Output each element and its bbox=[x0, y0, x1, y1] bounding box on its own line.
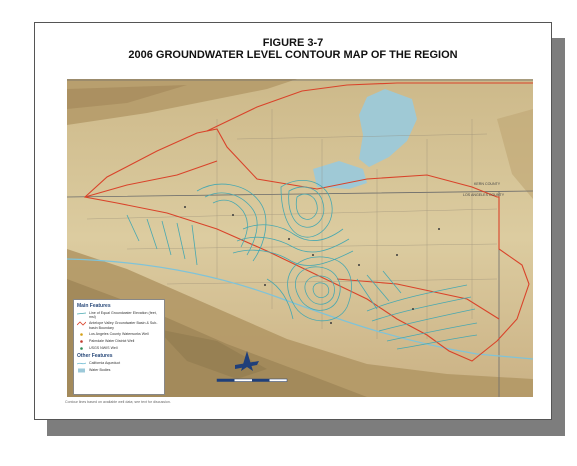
legend-item: Los Angeles County Waterworks Well bbox=[77, 332, 161, 337]
legend-item-label: Water Bodies bbox=[89, 367, 111, 372]
water-bodies-icon bbox=[77, 368, 86, 373]
legend-item: Antelope Valley Groundwater Basin & Sub-… bbox=[77, 321, 161, 330]
lacdpw-well-icon bbox=[77, 332, 86, 337]
well-markers bbox=[184, 206, 440, 324]
legend-other-heading: Other Features bbox=[77, 352, 113, 359]
northern-ridge bbox=[67, 85, 187, 109]
scale-bar bbox=[216, 378, 288, 382]
legend-item-label: Los Angeles County Waterworks Well bbox=[89, 331, 149, 336]
groundwater-contours bbox=[126, 180, 478, 350]
contour-map: KERN COUNTY LOS ANGELES COUNTY Main Feat… bbox=[67, 79, 533, 397]
map-legend: Main Features Line of Equal Groundwater … bbox=[73, 299, 165, 395]
legend-item: Line of Equal Groundwater Elevation (fee… bbox=[77, 311, 161, 319]
contour-line-icon bbox=[77, 311, 86, 316]
figure-page: FIGURE 3-7 2006 GROUNDWATER LEVEL CONTOU… bbox=[34, 22, 552, 420]
figure-number: FIGURE 3-7 bbox=[262, 37, 324, 49]
legend-item: USGS NWIS Well bbox=[77, 346, 161, 351]
basin-boundary bbox=[83, 82, 533, 362]
legend-item: Water Bodies bbox=[77, 368, 161, 373]
aqueduct-icon bbox=[77, 361, 86, 366]
legend-item: California Aqueduct bbox=[77, 361, 161, 366]
eastern-hills bbox=[497, 109, 533, 199]
legend-item-label: Line of Equal Groundwater Elevation (fee… bbox=[89, 311, 157, 320]
legend-item-label: USGS NWIS Well bbox=[89, 345, 118, 350]
county-label-los-angeles: LOS ANGELES COUNTY bbox=[463, 193, 505, 197]
legend-main-heading: Main Features bbox=[77, 303, 111, 309]
california-aqueduct bbox=[67, 258, 533, 360]
basin-boundary-icon bbox=[77, 321, 86, 326]
legend-item-label: Antelope Valley Groundwater Basin & Sub-… bbox=[89, 321, 158, 330]
figure-title-block: FIGURE 3-7 2006 GROUNDWATER LEVEL CONTOU… bbox=[35, 37, 551, 61]
county-label-kern: KERN COUNTY bbox=[474, 182, 501, 186]
legend-item-label: Palmdale Water District Well bbox=[89, 338, 135, 343]
figure-title: 2006 GROUNDWATER LEVEL CONTOUR MAP OF TH… bbox=[128, 49, 458, 61]
usgs-well-icon bbox=[77, 346, 86, 351]
north-arrow-icon bbox=[235, 351, 259, 371]
pwd-well-icon bbox=[77, 339, 86, 344]
rogers-lake bbox=[359, 89, 417, 167]
legend-item: Palmdale Water District Well bbox=[77, 339, 161, 344]
legend-item-label: California Aqueduct bbox=[89, 360, 121, 365]
map-footnote: Contour lines based on available well da… bbox=[65, 400, 171, 404]
